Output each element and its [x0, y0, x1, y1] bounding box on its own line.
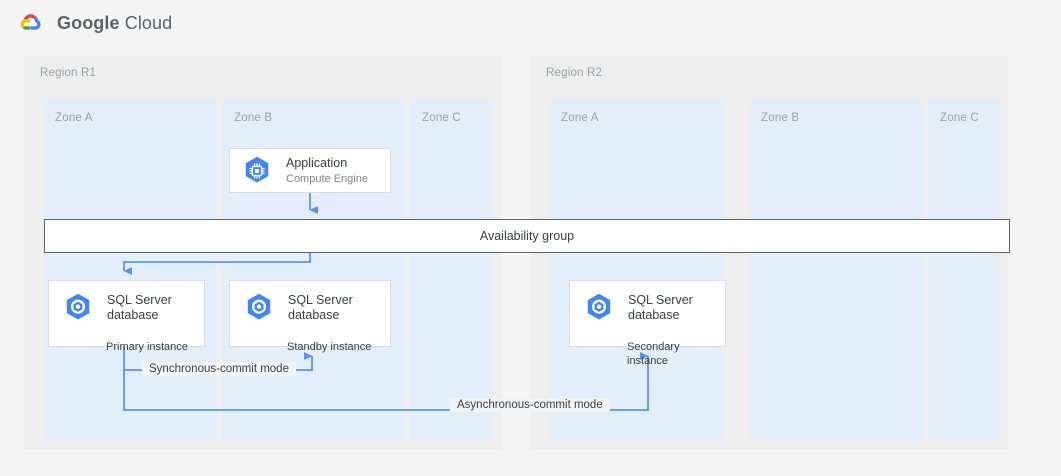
compute-engine-icon — [245, 156, 269, 183]
zone-r1-a: Zone A — [43, 100, 217, 440]
zone-r2-c-label: Zone C — [940, 112, 979, 124]
node-sql-server-standby[interactable]: SQL Server database Standby instance — [229, 280, 391, 353]
zone-r2-b-label: Zone B — [761, 112, 800, 124]
sql-server-database-icon — [587, 293, 611, 320]
edge-label-asynchronous-commit: Asynchronous-commit mode — [450, 398, 610, 412]
zone-r1-a-label: Zone A — [55, 112, 93, 124]
application-card-text: Application Compute Engine — [286, 156, 368, 186]
secondary-card-body: SQL Server database — [570, 281, 725, 333]
brand-cloud: Cloud — [124, 12, 173, 33]
zone-r1-c: Zone C — [410, 100, 493, 440]
primary-card-text: SQL Server database — [107, 293, 172, 323]
standby-card-text: SQL Server database — [288, 293, 353, 323]
brand-logo-group: Google Cloud — [16, 10, 172, 36]
page-header: Google Cloud — [0, 0, 1061, 46]
brand-google: Google — [57, 12, 120, 33]
zone-r2-c: Zone C — [928, 100, 1000, 440]
sql-server-database-icon — [66, 293, 90, 320]
node-sql-server-primary[interactable]: SQL Server database Primary instance — [48, 280, 205, 353]
standby-title-line2: database — [288, 308, 340, 322]
application-title: Application — [286, 155, 348, 170]
zone-r2-b: Zone B — [749, 100, 923, 440]
primary-title-line1: SQL Server — [107, 293, 172, 307]
application-subtitle: Compute Engine — [286, 172, 368, 185]
zone-r2-a-label: Zone A — [561, 112, 599, 124]
primary-instance-label: Primary instance — [106, 341, 188, 353]
node-sql-server-secondary[interactable]: SQL Server database Secondary instance — [569, 280, 726, 367]
edge-label-synchronous-commit: Synchronous-commit mode — [142, 362, 296, 376]
secondary-title-line2: database — [628, 308, 680, 322]
standby-title-line1: SQL Server — [288, 293, 353, 307]
standby-card-body: SQL Server database — [230, 281, 390, 333]
secondary-title-line1: SQL Server — [628, 293, 693, 307]
secondary-card-text: SQL Server database — [628, 293, 693, 323]
primary-card-body: SQL Server database — [49, 281, 204, 333]
brand-title: Google Cloud — [57, 13, 172, 34]
zone-r2-a: Zone A — [549, 100, 723, 440]
node-application-compute-engine[interactable]: Application Compute Engine — [229, 148, 391, 193]
zone-r1-c-label: Zone C — [422, 112, 461, 124]
primary-title-line2: database — [107, 308, 159, 322]
standby-instance-label: Standby instance — [287, 341, 372, 353]
region-r1-label: Region R1 — [40, 67, 97, 79]
google-cloud-logo-icon — [20, 14, 41, 30]
application-card-body: Application Compute Engine — [230, 149, 390, 193]
secondary-instance-label: Secondary instance — [627, 341, 680, 367]
zone-r1-b-label: Zone B — [234, 112, 273, 124]
sql-server-database-icon — [247, 293, 271, 320]
availability-group-bar[interactable]: Availability group — [44, 219, 1010, 253]
region-r2-label: Region R2 — [546, 67, 603, 79]
